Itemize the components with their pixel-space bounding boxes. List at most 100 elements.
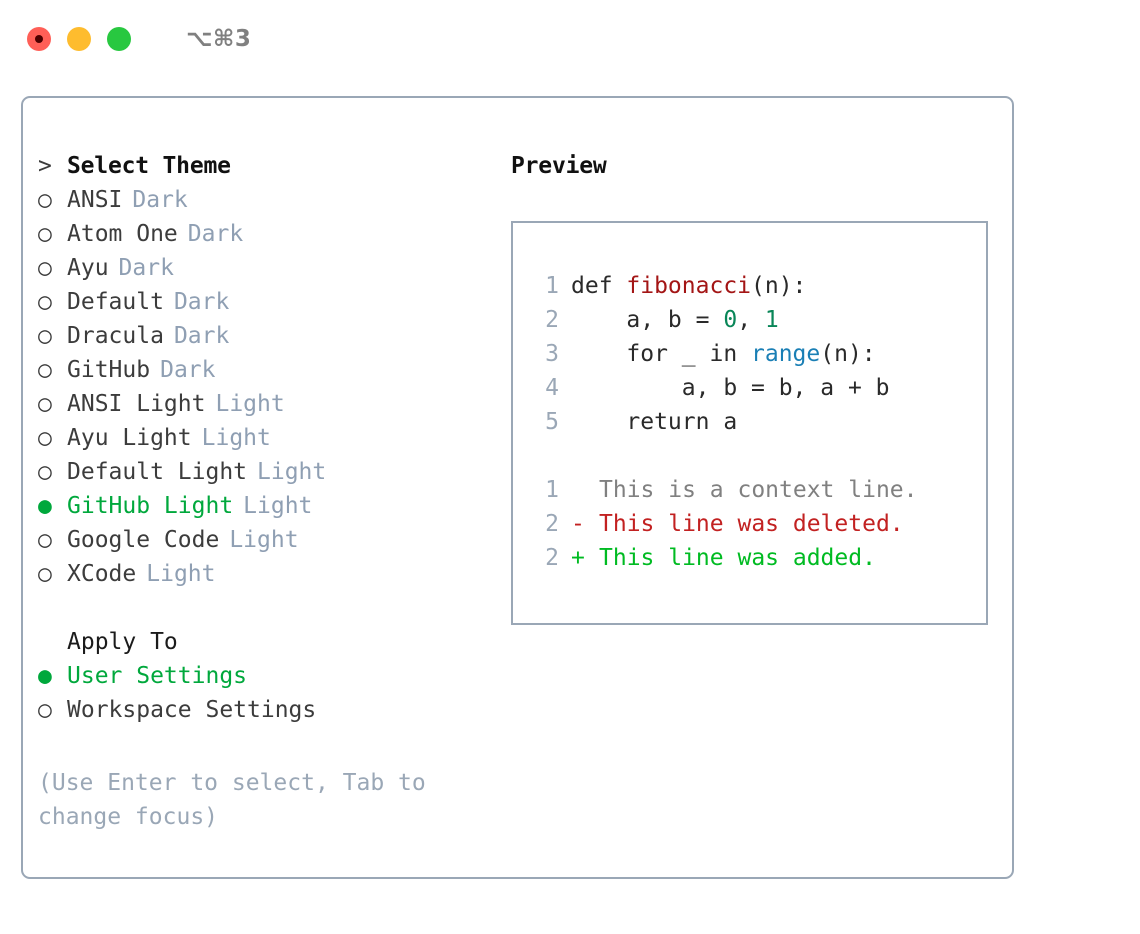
line-number: 5 [545, 409, 559, 435]
line-number: 1 [545, 477, 559, 503]
code-token-plain: (n): [751, 273, 807, 299]
theme-name: ANSI Light [67, 391, 206, 417]
apply-to-label: User Settings [67, 663, 248, 689]
theme-variant-badge: Light [257, 459, 327, 485]
theme-list-item[interactable]: ○ Ayu Dark [38, 251, 486, 285]
diff-sign: - [571, 511, 585, 537]
radio-selected-icon: ● [38, 663, 52, 689]
line-number: 3 [545, 341, 559, 367]
theme-picker-header: > Select Theme [38, 149, 486, 183]
line-number: 2 [545, 307, 559, 333]
code-line: 2 a, b = 0, 1 [531, 303, 986, 337]
theme-name: Default Light [67, 459, 248, 485]
radio-unselected-icon: ○ [38, 527, 52, 553]
radio-unselected-icon: ○ [38, 255, 52, 281]
theme-list-item[interactable]: ○ ANSI Dark [38, 183, 486, 217]
line-number: 1 [545, 273, 559, 299]
theme-variant-badge: Dark [173, 289, 230, 315]
theme-list-item[interactable]: ○ Ayu Light Light [38, 421, 486, 455]
apply-to-item[interactable]: ● User Settings [38, 659, 486, 693]
title-bar: ⌥⌘3 [0, 0, 1140, 78]
theme-list-item[interactable]: ○ GitHub Dark [38, 353, 486, 387]
theme-name: Atom One [67, 221, 178, 247]
code-token-num: 0 [723, 307, 738, 333]
theme-list-item[interactable]: ○ Default Dark [38, 285, 486, 319]
diff-text: This line was added. [599, 545, 876, 571]
diff-sample: 1 This is a context line.2-This line was… [531, 473, 986, 575]
close-button[interactable] [27, 27, 51, 51]
page-title: Select Theme [67, 153, 231, 179]
code-token-plain: a, b = b, a + b [571, 375, 890, 401]
theme-name: Google Code [67, 527, 220, 553]
section-spacer [38, 591, 486, 625]
line-number: 4 [545, 375, 559, 401]
radio-unselected-icon: ○ [38, 187, 52, 213]
theme-list-item[interactable]: ○ ANSI Light Light [38, 387, 486, 421]
diff-sign: + [571, 545, 585, 571]
code-token-plain: , [737, 307, 765, 333]
code-token-plain: def [571, 273, 627, 299]
code-line: 1 def fibonacci(n): [531, 269, 986, 303]
radio-unselected-icon: ○ [38, 289, 52, 315]
theme-variant-badge: Dark [160, 357, 216, 383]
keyboard-shortcut-label: ⌥⌘3 [186, 26, 252, 52]
theme-variant-badge: Light [215, 391, 285, 417]
radio-unselected-icon: ○ [38, 323, 52, 349]
radio-unselected-icon: ○ [38, 561, 52, 587]
code-text: for _ in range(n): [571, 337, 876, 371]
diff-sign [571, 473, 599, 507]
spacer-icon: ○ [38, 625, 67, 659]
theme-name: Ayu [67, 255, 109, 281]
theme-variant-badge: Dark [118, 255, 174, 281]
theme-name: Dracula [67, 323, 164, 349]
theme-variant-badge: Dark [173, 323, 230, 349]
code-token-plain: (n): [820, 341, 876, 367]
preview-title: Preview [511, 153, 607, 179]
theme-variant-badge: Light [201, 425, 271, 451]
theme-list-item[interactable]: ○ Google Code Light [38, 523, 486, 557]
code-line: 3 for _ in range(n): [531, 337, 986, 371]
code-token-fn: fibonacci [626, 273, 752, 299]
theme-variant-badge: Light [229, 527, 299, 553]
theme-name: ANSI [67, 187, 123, 213]
line-number: 2 [545, 511, 559, 537]
theme-name: Default [67, 289, 164, 315]
apply-to-list: ● User Settings ○Workspace Settings [38, 659, 486, 727]
theme-variant-badge: Dark [132, 187, 188, 213]
code-text: a, b = b, a + b [571, 371, 890, 405]
theme-variant-badge: Light [243, 493, 313, 519]
apply-to-item[interactable]: ○Workspace Settings [38, 693, 486, 727]
apply-to-title: Apply To [67, 629, 178, 655]
code-token-plain: for _ in [571, 341, 752, 367]
theme-variant-badge: Dark [187, 221, 244, 247]
apply-to-header: ○ Apply To [38, 625, 486, 659]
diff-text: This line was deleted. [599, 511, 904, 537]
theme-name: GitHub [67, 357, 151, 383]
theme-list-item[interactable]: ○ Dracula Dark [38, 319, 486, 353]
diff-line: 2+This line was added. [531, 541, 986, 575]
diff-line: 1 This is a context line. [531, 473, 986, 507]
theme-name: GitHub Light [67, 493, 234, 519]
radio-unselected-icon: ○ [38, 391, 52, 417]
theme-name: Ayu Light [67, 425, 192, 451]
code-token-plain: return a [571, 409, 738, 435]
code-text: def fibonacci(n): [571, 269, 806, 303]
diff-line: 2-This line was deleted. [531, 507, 986, 541]
radio-unselected-icon: ○ [38, 357, 52, 383]
theme-variant-badge: Light [146, 561, 216, 587]
radio-unselected-icon: ○ [38, 425, 52, 451]
close-icon [35, 35, 43, 43]
code-token-plain: a, b = [571, 307, 724, 333]
code-token-call: range [751, 341, 821, 367]
minimize-button[interactable] [67, 27, 91, 51]
maximize-button[interactable] [107, 27, 131, 51]
